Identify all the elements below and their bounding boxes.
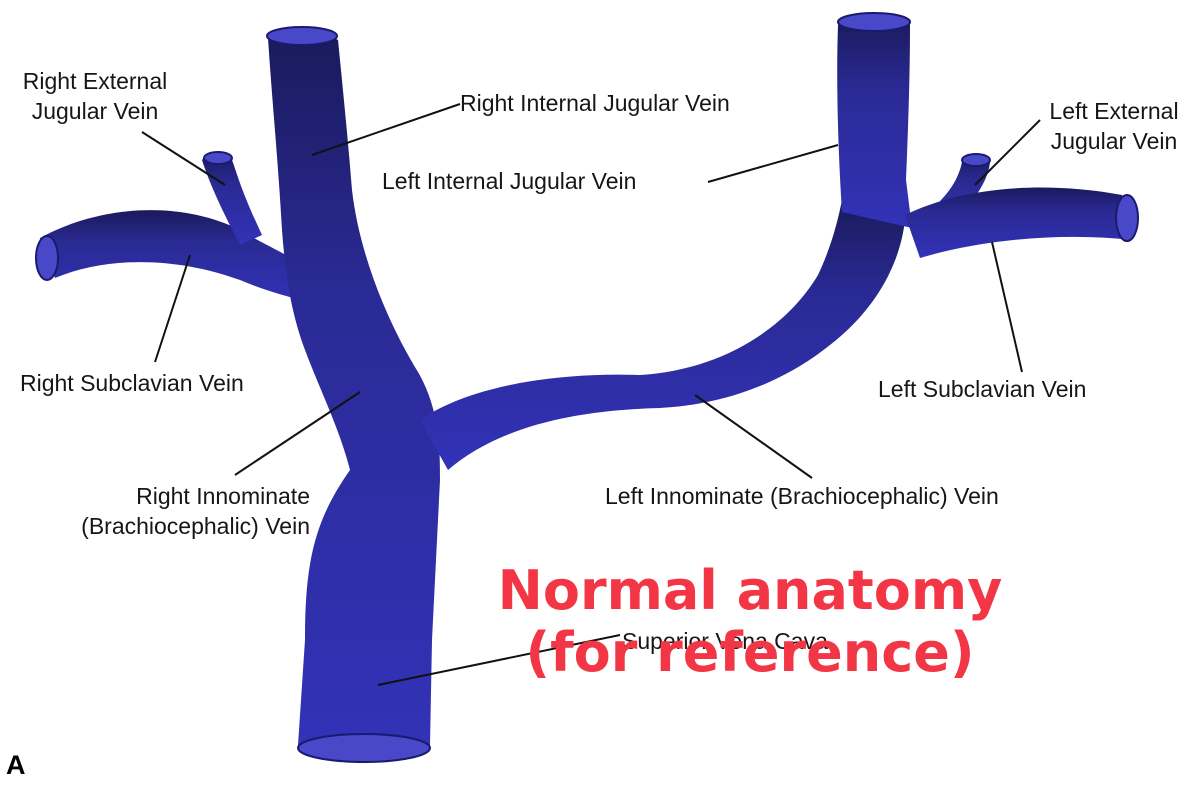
label-right-external-jugular-line1: Right External	[22, 68, 168, 94]
label-right-innominate-line2: (Brachiocephalic) Vein	[81, 513, 310, 539]
left-subclavian-opening	[1115, 194, 1139, 242]
left-subclavian-vein-shape	[905, 187, 1132, 258]
left-external-jugular-opening	[961, 153, 991, 167]
label-right-innominate: Right Innominate (Brachiocephalic) Vein	[10, 481, 310, 541]
label-right-innominate-line1: Right Innominate	[136, 483, 310, 509]
label-right-internal-jugular: Right Internal Jugular Vein	[460, 90, 730, 116]
svc-opening	[297, 733, 431, 763]
leader-svc	[377, 634, 621, 686]
label-superior-vena-cava: Superior Vena Cava	[622, 628, 828, 654]
vein-structure	[40, 17, 1132, 757]
label-left-external-jugular: Left External Jugular Vein	[1028, 96, 1200, 156]
leader-right-external-jugular	[141, 131, 226, 186]
label-right-subclavian: Right Subclavian Vein	[20, 370, 244, 396]
leader-right-innominate	[234, 391, 361, 476]
label-left-internal-jugular: Left Internal Jugular Vein	[382, 168, 637, 194]
label-left-innominate: Left Innominate (Brachiocephalic) Vein	[605, 483, 999, 509]
leader-left-external-jugular	[974, 119, 1041, 186]
left-innominate-vein-shape	[420, 200, 905, 470]
right-internal-jugular-opening	[266, 26, 338, 46]
overlay-caption: Normal anatomy (for reference)	[440, 560, 1060, 684]
right-external-jugular-vein-shape	[202, 151, 262, 245]
label-left-external-jugular-line2: Jugular Vein	[1050, 128, 1178, 154]
left-internal-jugular-vein-shape	[837, 17, 912, 228]
label-right-external-jugular: Right External Jugular Vein	[0, 66, 190, 126]
leader-right-internal-jugular	[311, 103, 461, 156]
overlay-caption-line1: Normal anatomy	[497, 559, 1003, 622]
label-left-external-jugular-line1: Left External	[1049, 98, 1179, 124]
right-external-jugular-opening	[203, 151, 233, 165]
leader-left-subclavian	[991, 241, 1023, 373]
panel-letter: A	[6, 750, 26, 780]
right-subclavian-opening	[35, 235, 59, 281]
vein-openings	[35, 12, 1139, 763]
label-left-subclavian: Left Subclavian Vein	[878, 376, 1087, 402]
leader-right-subclavian	[154, 254, 191, 363]
overlay-caption-line2: (for reference)	[525, 621, 975, 684]
leader-left-internal-jugular	[707, 144, 839, 183]
leader-left-innominate	[694, 394, 813, 479]
leader-lines	[141, 103, 1041, 686]
right-subclavian-vein-shape	[40, 210, 322, 305]
right-internal-jugular-vein-shape	[268, 32, 440, 757]
label-right-external-jugular-line2: Jugular Vein	[31, 98, 159, 124]
left-internal-jugular-opening	[837, 12, 911, 32]
